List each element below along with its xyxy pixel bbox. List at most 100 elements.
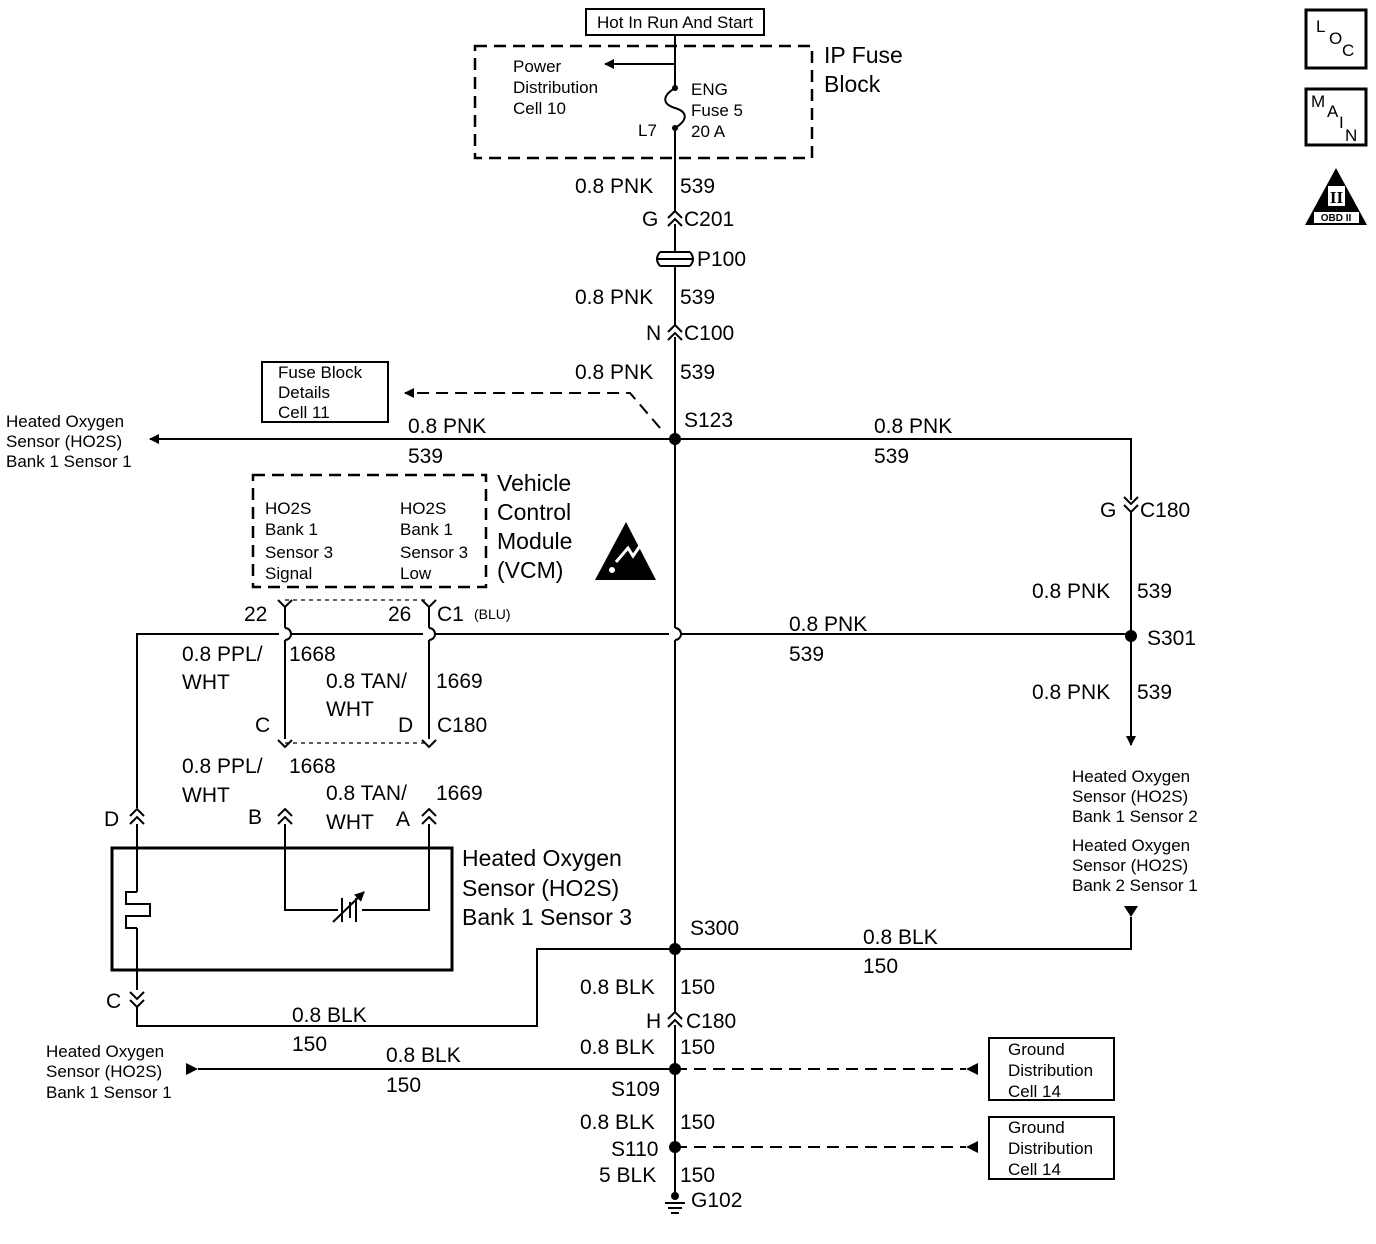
ip-fuse-block: IP Fuse Block Power Distribution Cell 10… — [473, 35, 903, 160]
wire-circuit: 150 — [292, 1033, 327, 1056]
connector-c201-pin: G — [642, 208, 658, 231]
main-icon[interactable]: M A I N — [1304, 87, 1368, 147]
wire-label: 0.8 PNK — [575, 286, 653, 309]
power-distribution-label: Power — [513, 57, 562, 76]
splice-s123-label: S123 — [684, 409, 733, 432]
wire-label: 0.8 BLK — [292, 1004, 367, 1027]
connector-pin: H — [646, 1010, 661, 1033]
wire-circuit: 539 — [789, 643, 824, 666]
main-icon-letter: N — [1345, 126, 1357, 145]
ref-label: Ground — [1008, 1118, 1065, 1137]
wire-circuit: 150 — [680, 1111, 715, 1134]
ref-label: Sensor (HO2S) — [6, 432, 122, 451]
wire-label: 0.8 PNK — [575, 361, 653, 384]
wire-circuit: 539 — [1137, 580, 1172, 603]
wire-label: 0.8 PNK — [408, 415, 486, 438]
obd-ii-icon[interactable]: OBD II II — [1305, 168, 1367, 225]
vcm-connector-color: (BLU) — [474, 606, 511, 622]
loc-icon-letter: C — [1342, 41, 1354, 60]
vcm-pin-label: HO2S — [265, 499, 311, 518]
ref-label: Bank 1 Sensor 1 — [6, 452, 132, 471]
ref-label: Sensor (HO2S) — [46, 1062, 162, 1081]
ho2s-bank2-sensor1-ref[interactable]: Heated Oxygen Sensor (HO2S) Bank 2 Senso… — [1072, 836, 1198, 895]
wire-label: WHT — [326, 698, 374, 721]
ref-label: Sensor (HO2S) — [1072, 787, 1188, 806]
connector-c100: N C100 — [646, 322, 734, 345]
wire-circuit: 150 — [680, 976, 715, 999]
ref-label: Ground — [1008, 1040, 1065, 1059]
wire-label: 0.8 PNK — [1032, 681, 1110, 704]
wire-label: WHT — [182, 671, 230, 694]
connector-pin: D — [104, 808, 119, 831]
ground-g102-label: G102 — [691, 1189, 742, 1212]
vcm-connector-c1: C1 — [437, 603, 464, 626]
loc-icon-letter: L — [1316, 17, 1325, 36]
wire-circuit: 1669 — [436, 670, 483, 693]
wire-label: 0.8 PPL/ — [182, 755, 263, 778]
vcm-pin-26: 26 — [388, 603, 411, 626]
vcm-pin-label: Sensor 3 — [265, 543, 333, 562]
wire-label: 0.8 PNK — [789, 613, 867, 636]
connector-c180-right: G C180 — [1100, 496, 1190, 522]
ground-distribution-box-1[interactable]: Ground Distribution Cell 14 — [988, 1037, 1115, 1101]
vcm-pin-label: Signal — [265, 564, 312, 583]
wire-circuit: 150 — [680, 1036, 715, 1059]
main-icon-letter: A — [1327, 102, 1339, 121]
ground-g102-icon — [665, 1192, 685, 1214]
wire-circuit: 1668 — [289, 643, 336, 666]
fuse-block-details-box[interactable]: Fuse Block Details Cell 11 — [261, 361, 389, 423]
wire-circuit: 539 — [680, 361, 715, 384]
ip-fuse-block-title-2: Block — [824, 71, 881, 97]
fuse-label-2: Fuse 5 — [691, 101, 743, 120]
wire-label: 5 BLK — [599, 1164, 656, 1187]
heater-element-icon — [125, 891, 151, 929]
connector-c201-label: C201 — [684, 208, 734, 231]
splice-s109-label: S109 — [611, 1078, 660, 1101]
wire-circuit: 150 — [680, 1164, 715, 1187]
connector-pin: C — [255, 714, 270, 737]
wire-label: 0.8 BLK — [863, 926, 938, 949]
sensor3-label: Heated Oxygen — [462, 845, 622, 871]
splice-s300-label: S300 — [690, 917, 739, 940]
splice-s300 — [669, 943, 681, 955]
connector-c100-label: C100 — [684, 322, 734, 345]
ho2s-bank1-sensor1-ref-top[interactable]: Heated Oxygen Sensor (HO2S) Bank 1 Senso… — [6, 412, 132, 471]
fuse-label-3: 20 A — [691, 122, 726, 141]
ref-label: Heated Oxygen — [46, 1042, 164, 1061]
ref-label: Heated Oxygen — [1072, 767, 1190, 786]
ref-label: Heated Oxygen — [1072, 836, 1190, 855]
ho2s-bank1-sensor3: Heated Oxygen Sensor (HO2S) Bank 1 Senso… — [110, 824, 632, 990]
pass-through-p100-label: P100 — [697, 248, 746, 271]
vcm-pin-label: HO2S — [400, 499, 446, 518]
connector-c180-label: C180 — [686, 1010, 736, 1033]
wire-label: 0.8 BLK — [580, 1036, 655, 1059]
splice-s301 — [1125, 630, 1137, 642]
wire-circuit: 150 — [386, 1074, 421, 1097]
wire-label: 0.8 TAN/ — [326, 670, 407, 693]
sensor3-label: Sensor (HO2S) — [462, 875, 619, 901]
wire-label: 0.8 TAN/ — [326, 782, 407, 805]
ground-distribution-box-2[interactable]: Ground Distribution Cell 14 — [988, 1116, 1115, 1180]
vcm-pin-label: Sensor 3 — [400, 543, 468, 562]
wire-circuit: 539 — [874, 445, 909, 468]
power-source-box: Hot In Run And Start — [585, 8, 765, 36]
loc-icon-letter: O — [1329, 29, 1342, 48]
wire-circuit: 539 — [680, 286, 715, 309]
connector-c180-label: C180 — [1140, 499, 1190, 522]
wire-circuit: 539 — [1137, 681, 1172, 704]
connector-c201: G C201 — [642, 208, 734, 231]
wire-label: 0.8 PNK — [1032, 580, 1110, 603]
ho2s-bank1-sensor1-ref-bottom[interactable]: Heated Oxygen Sensor (HO2S) Bank 1 Senso… — [46, 1042, 172, 1102]
vcm-pin-label: Low — [400, 564, 432, 583]
ho2s-bank1-sensor2-ref[interactable]: Heated Oxygen Sensor (HO2S) Bank 1 Senso… — [1072, 767, 1198, 826]
ref-label: Sensor (HO2S) — [1072, 856, 1188, 875]
ref-label: Distribution — [1008, 1061, 1093, 1080]
loc-icon[interactable]: L O C — [1304, 8, 1368, 70]
wire-label: 0.8 PPL/ — [182, 643, 263, 666]
fuse-label: ENG — [691, 80, 728, 99]
ref-label: Bank 1 Sensor 1 — [46, 1083, 172, 1102]
ground-arrow — [186, 1063, 198, 1075]
power-distribution-label-3: Cell 10 — [513, 99, 566, 118]
splice-s301-label: S301 — [1147, 627, 1196, 650]
connector-pin: A — [396, 808, 410, 831]
